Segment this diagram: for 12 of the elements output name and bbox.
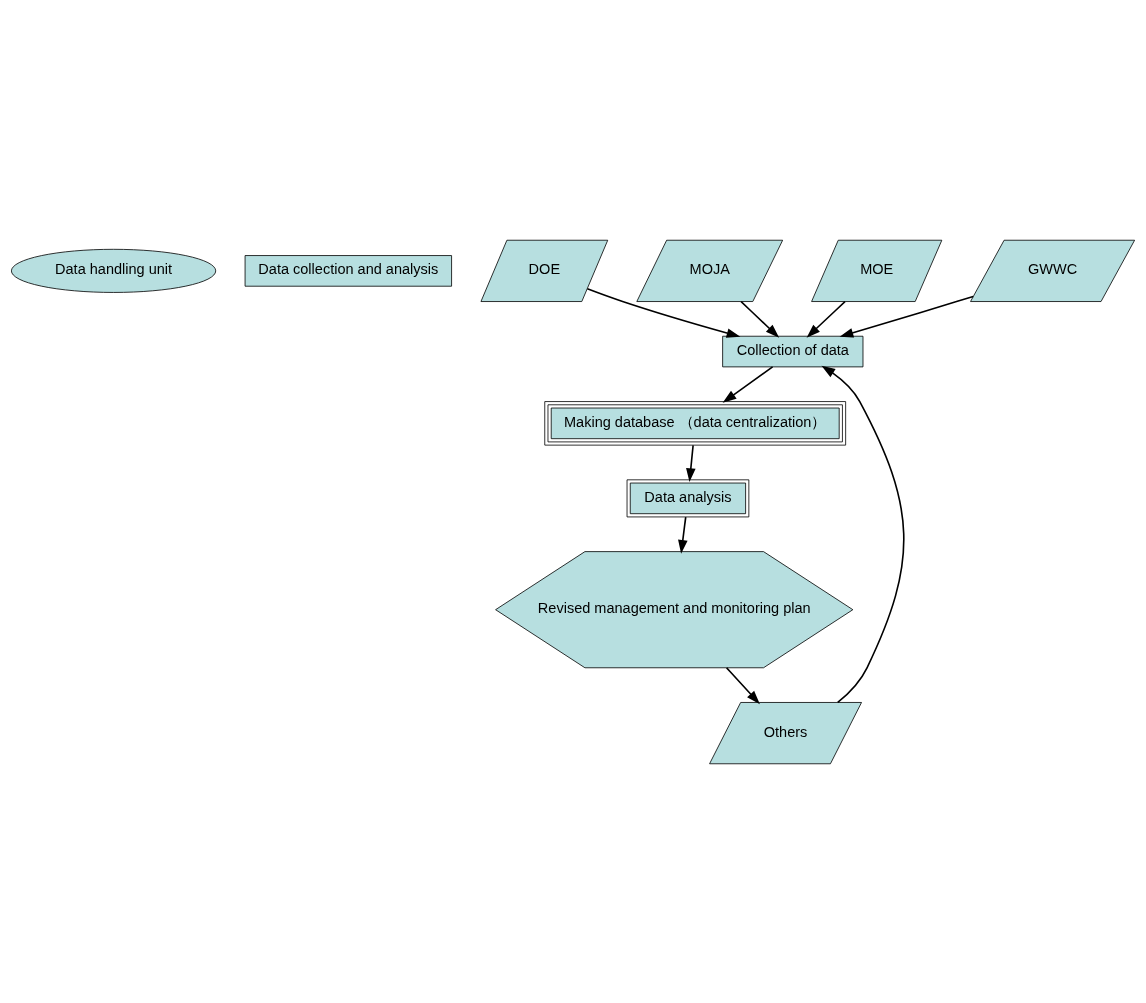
arrow: [740, 300, 780, 338]
node-box: Collection of data: [722, 335, 864, 367]
arrow: [821, 365, 905, 703]
arrow: [806, 300, 846, 338]
node-ellipse: Data handling unit: [11, 248, 217, 293]
arrow: [586, 287, 741, 338]
arrow: [839, 295, 975, 337]
arrow: [722, 365, 774, 403]
node-box: Data collection and analysis: [244, 254, 452, 287]
arrow: [725, 666, 760, 704]
arrow: [678, 515, 688, 554]
arrow: [686, 444, 696, 482]
